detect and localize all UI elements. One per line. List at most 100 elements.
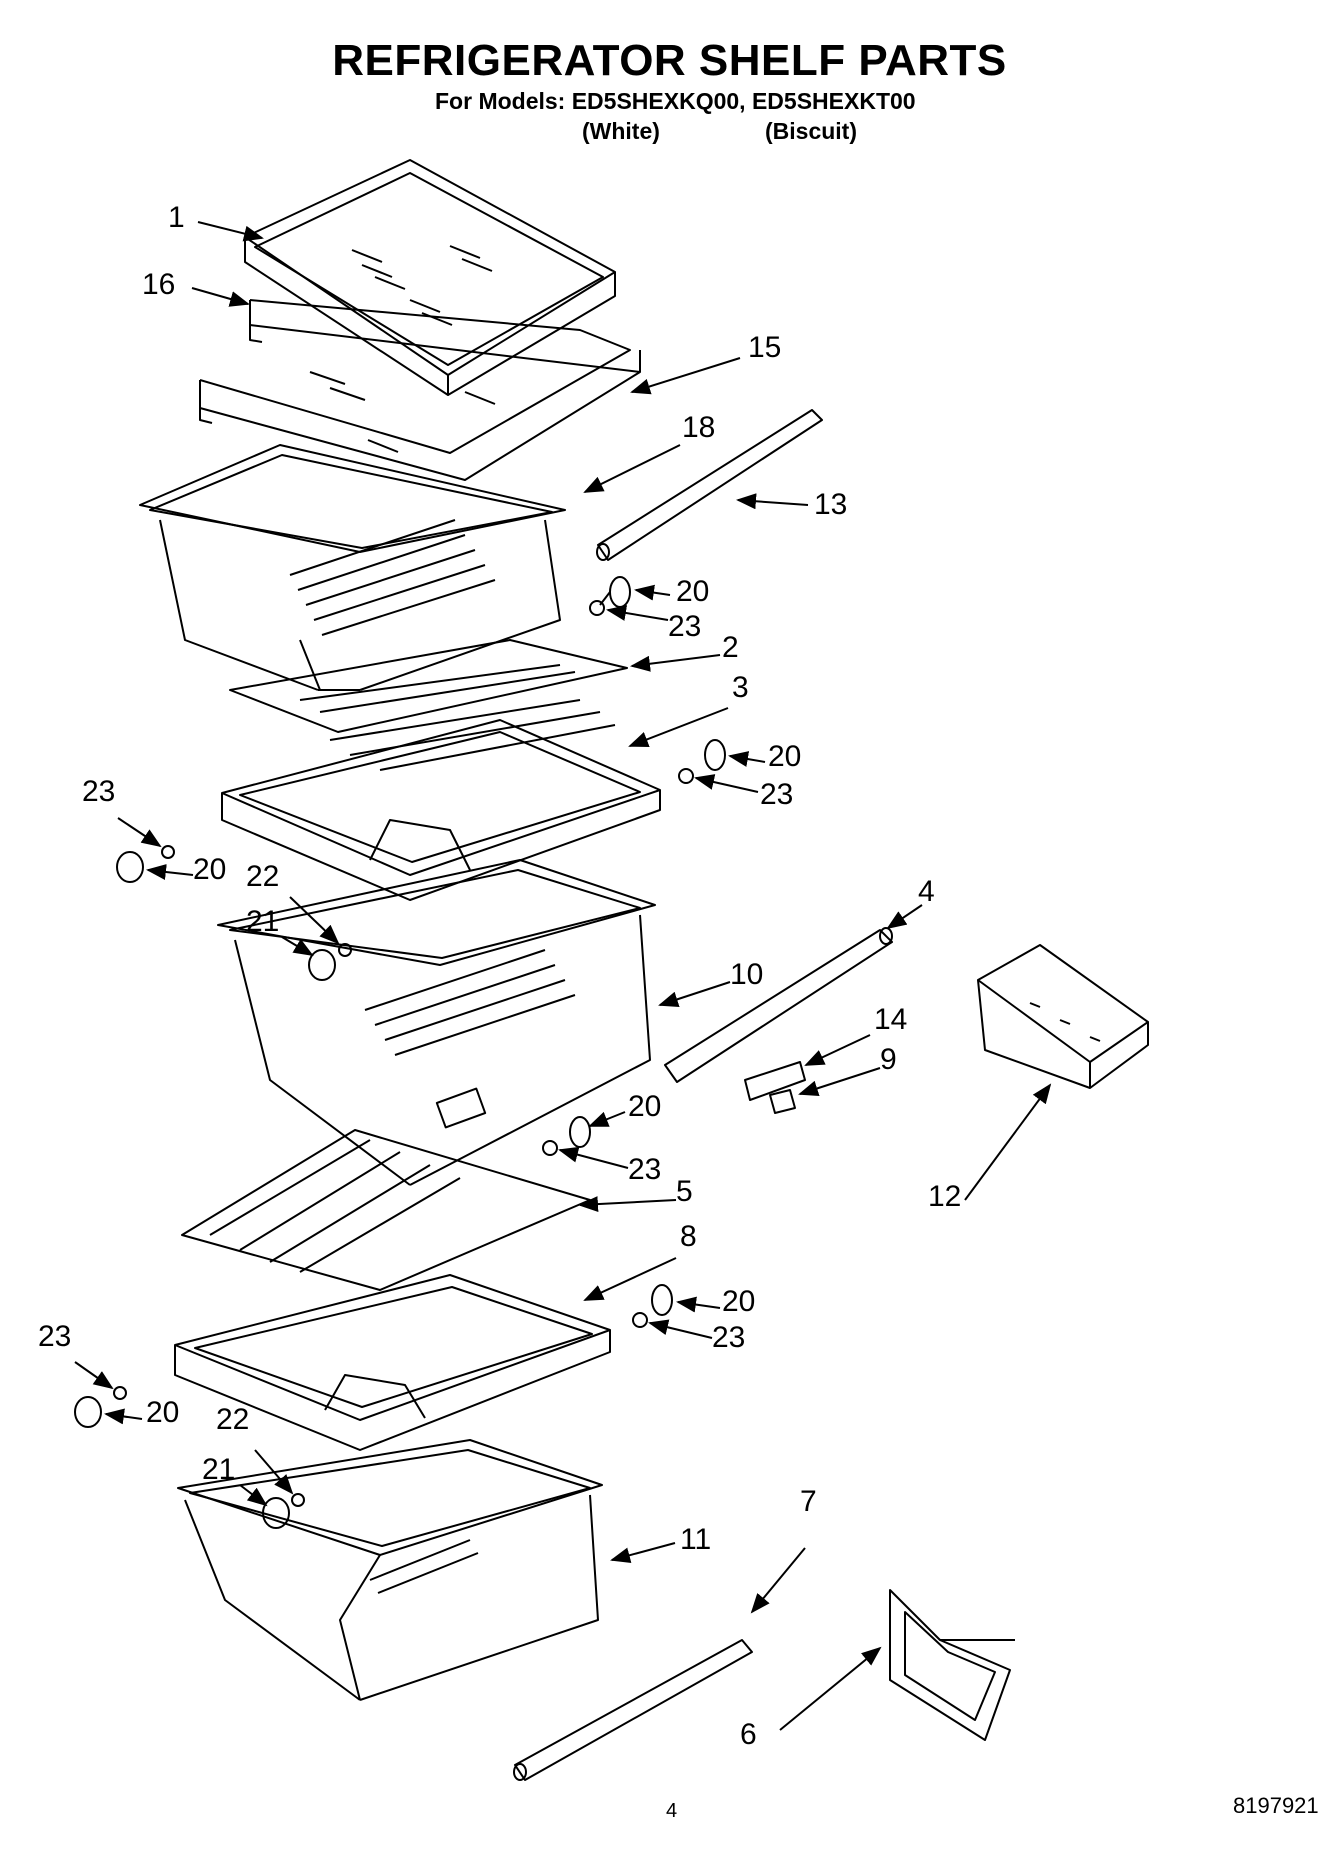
leader-15	[630, 357, 741, 395]
page-title: REFRIGERATOR SHELF PARTS	[332, 36, 1007, 85]
leader-20-e	[676, 1296, 721, 1313]
wheel-part-20-a	[599, 576, 631, 608]
leader-22-b	[254, 1449, 294, 1495]
leader-9	[798, 1067, 881, 1097]
nut-part-23-c	[161, 845, 175, 859]
callout-3: 3	[732, 671, 749, 704]
crisper-pan-part-10	[217, 859, 656, 1186]
leader-11	[610, 1542, 676, 1564]
nut-part-22-a	[338, 943, 352, 957]
callout-20: 20	[146, 1396, 180, 1429]
leader-8	[583, 1257, 677, 1301]
leader-23-a	[606, 605, 669, 621]
callout-14: 14	[874, 1003, 908, 1036]
leader-6	[779, 1646, 882, 1731]
wheel-part-20-d	[569, 1116, 591, 1148]
rail-part-4	[664, 927, 893, 1083]
wheel-part-20-f	[74, 1396, 102, 1428]
wheel-part-21-b	[262, 1497, 290, 1529]
glass-insert-part-5	[181, 1129, 591, 1291]
glass-insert-part-2	[229, 639, 628, 733]
callout-23: 23	[628, 1153, 662, 1186]
crisper-pan-part-18	[139, 444, 566, 691]
wheel-part-20-e	[651, 1284, 673, 1316]
leader-23-e	[648, 1319, 713, 1339]
callout-15: 15	[748, 331, 782, 364]
callout-20: 20	[722, 1285, 756, 1318]
callout-11: 11	[680, 1523, 712, 1556]
bin-part-12	[977, 944, 1149, 1089]
leader-23-b	[694, 774, 759, 793]
callout-23: 23	[760, 778, 794, 811]
callout-9: 9	[880, 1043, 897, 1076]
bracket-part-6	[889, 1589, 1015, 1741]
callout-7: 7	[800, 1485, 817, 1518]
frame-part-3	[221, 699, 661, 901]
callout-13: 13	[814, 488, 848, 521]
callout-12: 12	[928, 1180, 962, 1213]
variant-biscuit: (Biscuit)	[765, 118, 857, 144]
leader-21-b	[239, 1484, 268, 1507]
leader-18	[583, 444, 681, 493]
leader-2	[630, 654, 721, 672]
callout-1: 1	[168, 201, 185, 234]
callout-23: 23	[712, 1321, 746, 1354]
callout-23: 23	[82, 775, 116, 808]
nut-part-23-a	[589, 600, 605, 616]
callout-16: 16	[142, 268, 176, 301]
leader-21-a	[281, 936, 314, 957]
callout-6: 6	[740, 1718, 757, 1751]
callout-20: 20	[768, 740, 802, 773]
nut-part-23-e	[632, 1312, 648, 1328]
callout-22: 22	[246, 860, 280, 893]
clip-part-9-14	[744, 1061, 806, 1114]
callout-5: 5	[676, 1175, 693, 1208]
leader-1	[197, 221, 264, 242]
leader-20-f	[104, 1408, 143, 1425]
callout-21: 21	[246, 905, 280, 938]
variant-white: (White)	[582, 118, 660, 144]
callout-20: 20	[193, 853, 227, 886]
callout-18: 18	[682, 411, 716, 444]
leader-14	[804, 1034, 871, 1066]
leader-23-c	[117, 817, 162, 848]
nut-part-23-f	[113, 1386, 127, 1400]
shelf-frame-part-15-16	[199, 299, 641, 481]
callout-20: 20	[676, 575, 710, 608]
leader-20-d	[588, 1111, 626, 1127]
rail-part-7	[513, 1639, 753, 1781]
leader-20-a	[634, 584, 671, 601]
leader-20-c	[146, 864, 194, 880]
callout-23: 23	[668, 610, 702, 643]
callout-2: 2	[722, 631, 739, 664]
rail-part-13	[596, 409, 823, 561]
leader-3	[628, 707, 729, 747]
nut-part-22-b	[291, 1493, 305, 1507]
nut-part-23-d	[542, 1140, 558, 1156]
models-line: For Models: ED5SHEXKQ00, ED5SHEXKT00	[435, 88, 916, 114]
callout-23: 23	[38, 1320, 72, 1353]
page-number: 4	[666, 1800, 678, 1822]
callout-10: 10	[730, 958, 764, 991]
glass-shelf-part-1	[244, 159, 616, 396]
callout-8: 8	[680, 1220, 697, 1253]
callout-22: 22	[216, 1403, 250, 1436]
callout-4: 4	[918, 875, 935, 908]
frame-part-8	[174, 1274, 611, 1451]
leader-10	[658, 981, 731, 1007]
wheel-part-20-c	[116, 851, 144, 883]
leader-12	[964, 1083, 1052, 1201]
callout-20: 20	[628, 1090, 662, 1123]
leader-13	[736, 493, 809, 510]
leader-23-f	[74, 1361, 114, 1390]
leader-7	[750, 1547, 806, 1614]
document-number: 8197921	[1233, 1793, 1319, 1818]
leader-4	[886, 904, 923, 930]
nut-part-23-b	[678, 768, 694, 784]
callout-21: 21	[202, 1453, 236, 1486]
leader-16	[191, 287, 250, 307]
crisper-pan-part-11	[177, 1439, 603, 1701]
wheel-part-20-b	[704, 739, 726, 771]
leader-23-d	[558, 1146, 629, 1169]
